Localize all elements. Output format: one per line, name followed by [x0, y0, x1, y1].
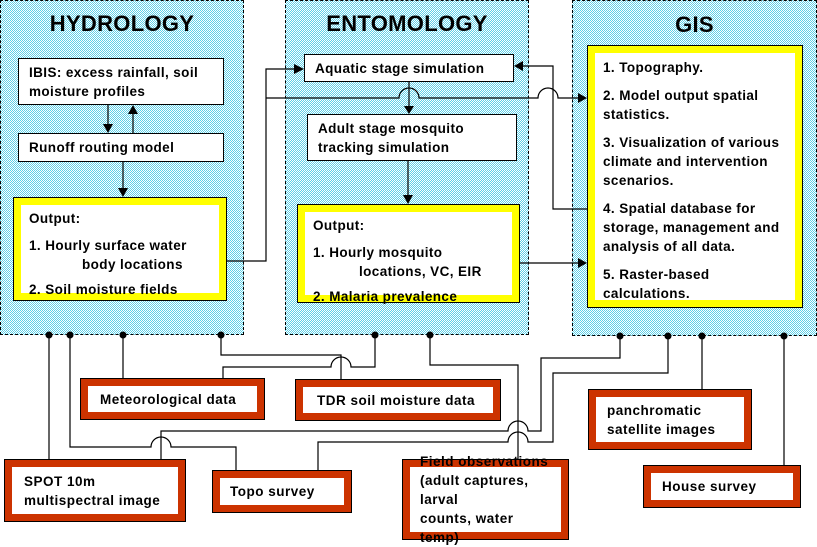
hydrology-output-item1: 1. Hourly surface water [29, 238, 187, 253]
runoff-routing-label: Runoff routing model [29, 140, 175, 155]
aquatic-stage-label: Aquatic stage simulation [315, 61, 485, 76]
meteorological-data-box[interactable]: Meteorological data [80, 378, 265, 420]
hydrology-output-item2: 2. Soil moisture fields [29, 282, 178, 297]
panchromatic-line-2: satellite images [607, 421, 716, 437]
field-line-2: (adult captures, larval [420, 473, 529, 507]
meteo-to-ento-line [222, 335, 376, 378]
spot-line-2: multispectral image [24, 492, 161, 508]
gis-item-3: 3. Visualization of various climate and … [603, 135, 780, 188]
hydrology-output-item1-cont: body locations [82, 257, 183, 272]
spot-line-1: SPOT 10m [24, 473, 96, 489]
ibis-box[interactable]: IBIS: excess rainfall, soil moisture pro… [18, 58, 224, 105]
entomology-output-item1: 1. Hourly mosquito [313, 245, 443, 260]
hydro-to-tdr-line [220, 335, 342, 379]
aquatic-stage-box[interactable]: Aquatic stage simulation [304, 54, 514, 82]
field-line-3: counts, water temp) [420, 511, 514, 545]
gis-title: GIS [675, 12, 714, 37]
entomology-output-box[interactable]: Output: 1. Hourly mosquito locations, VC… [297, 204, 520, 304]
hydrology-title: HYDROLOGY [49, 11, 195, 36]
panchromatic-line-1: panchromatic [607, 402, 702, 418]
gis-item-1: 1. Topography. [603, 60, 704, 75]
topo-survey-label: Topo survey [230, 484, 315, 499]
adult-stage-line-1: Adult stage mosquito [318, 121, 464, 136]
gis-item-2: 2. Model output spatial statistics. [603, 88, 759, 122]
entomology-title: ENTOMOLOGY [326, 11, 488, 36]
ibis-line-1: IBIS: excess rainfall, soil [29, 65, 199, 80]
runoff-routing-box[interactable]: Runoff routing model [18, 133, 224, 162]
gis-item-4: 4. Spatial database for storage, managem… [603, 201, 780, 254]
hydrology-output-heading: Output: [29, 211, 81, 226]
field-line-1: Field observations [420, 454, 549, 469]
entomology-output-item2: 2. Malaria prevalence [313, 289, 458, 304]
house-survey-box[interactable]: House survey [643, 465, 801, 508]
tdr-soil-moisture-label: TDR soil moisture data [317, 392, 476, 408]
adult-stage-box[interactable]: Adult stage mosquito tracking simulation [307, 114, 517, 161]
house-survey-label: House survey [662, 479, 757, 494]
panchromatic-box[interactable]: panchromatic satellite images [588, 389, 752, 450]
entomology-output-item1-cont: locations, VC, EIR [359, 264, 482, 279]
entomology-output-heading: Output: [313, 218, 365, 233]
gis-functions-box[interactable]: 1. Topography. 2. Model output spatial s… [587, 45, 803, 308]
topo-survey-box[interactable]: Topo survey [212, 470, 352, 513]
spot-image-box[interactable]: SPOT 10m multispectral image [4, 459, 186, 522]
tdr-soil-moisture-box[interactable]: TDR soil moisture data [295, 379, 501, 421]
adult-stage-line-2: tracking simulation [318, 140, 450, 155]
ibis-line-2: moisture profiles [29, 84, 146, 99]
hydrology-output-box[interactable]: Output: 1. Hourly surface water body loc… [13, 197, 227, 301]
gis-item-5: 5. Raster-based calculations. [603, 267, 710, 301]
field-observations-box[interactable]: Field observations (adult captures, larv… [402, 454, 569, 545]
meteorological-data-label: Meteorological data [100, 391, 237, 407]
